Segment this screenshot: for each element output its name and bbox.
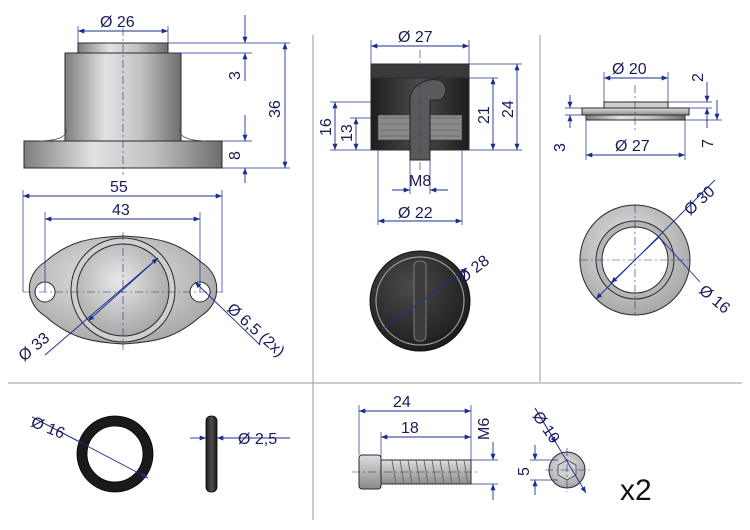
flange-top-dimensions bbox=[22, 190, 261, 356]
ring-outer-side-dia-label: Ø 27 bbox=[615, 138, 650, 155]
plug-section-view bbox=[370, 50, 470, 170]
ring-dimensions bbox=[565, 72, 722, 160]
plug-total-height-label: 24 bbox=[500, 100, 517, 118]
ring-side-view bbox=[581, 85, 690, 130]
screw-length-label: 24 bbox=[393, 394, 411, 411]
plug-inner-height-label: 13 bbox=[339, 124, 356, 142]
flange-body-dia-label: Ø 33 bbox=[16, 330, 54, 365]
flange-dia-top-label: Ø 26 bbox=[100, 14, 135, 31]
flange-lip-height-label: 3 bbox=[227, 71, 244, 80]
screw-dimensions bbox=[358, 405, 498, 500]
o-ring-dia-label: Ø 16 bbox=[29, 414, 68, 443]
plug-top-view bbox=[369, 250, 471, 352]
flange-total-height-label: 36 bbox=[267, 100, 284, 118]
flange-base-side-view bbox=[23, 28, 223, 175]
screw-thread-label: M6 bbox=[476, 418, 493, 440]
ring-hole-dia-label: Ø 16 bbox=[695, 282, 733, 317]
flange-base-dimensions bbox=[77, 15, 290, 183]
plug-dimensions bbox=[330, 40, 522, 225]
screw-head-dia-label: Ø 10 bbox=[529, 409, 563, 447]
ring-step-height-label: 2 bbox=[690, 73, 707, 82]
plug-face-dia-label: Ø 28 bbox=[455, 252, 493, 287]
o-ring-side-view bbox=[190, 415, 290, 493]
flange-base-top-view bbox=[23, 232, 224, 350]
ring-right-height-label: 7 bbox=[700, 139, 717, 148]
flange-hole-spacing-label: 43 bbox=[112, 202, 130, 219]
plug-base-dia-label: Ø 22 bbox=[398, 205, 433, 222]
panel-dividers bbox=[8, 35, 742, 520]
o-ring-face-view bbox=[31, 415, 154, 493]
plug-outer-height-label: 16 bbox=[318, 118, 335, 136]
screw-quantity-label: x2 bbox=[620, 474, 652, 507]
plug-body-height-label: 21 bbox=[476, 106, 493, 124]
flange-width-label: 55 bbox=[110, 179, 128, 196]
screw-hex-label: 5 bbox=[516, 467, 533, 476]
flange-hole-dia-label: Ø 6,5 (2x) bbox=[223, 300, 287, 360]
o-ring-section-label: Ø 2,5 bbox=[238, 431, 277, 448]
screw-thread-length-label: 18 bbox=[401, 420, 419, 437]
ring-inner-dia-label: Ø 20 bbox=[612, 61, 647, 78]
plug-thread-label: M8 bbox=[409, 173, 431, 190]
flange-flange-height-label: 8 bbox=[227, 151, 244, 160]
plug-dia-top-label: Ø 27 bbox=[398, 29, 433, 46]
ring-left-height-label: 3 bbox=[552, 143, 569, 152]
ring-outer-dia-label: Ø 30 bbox=[681, 183, 718, 219]
ring-top-view bbox=[579, 179, 716, 316]
screw-head-view bbox=[530, 407, 590, 495]
screw-side-view bbox=[352, 454, 478, 490]
